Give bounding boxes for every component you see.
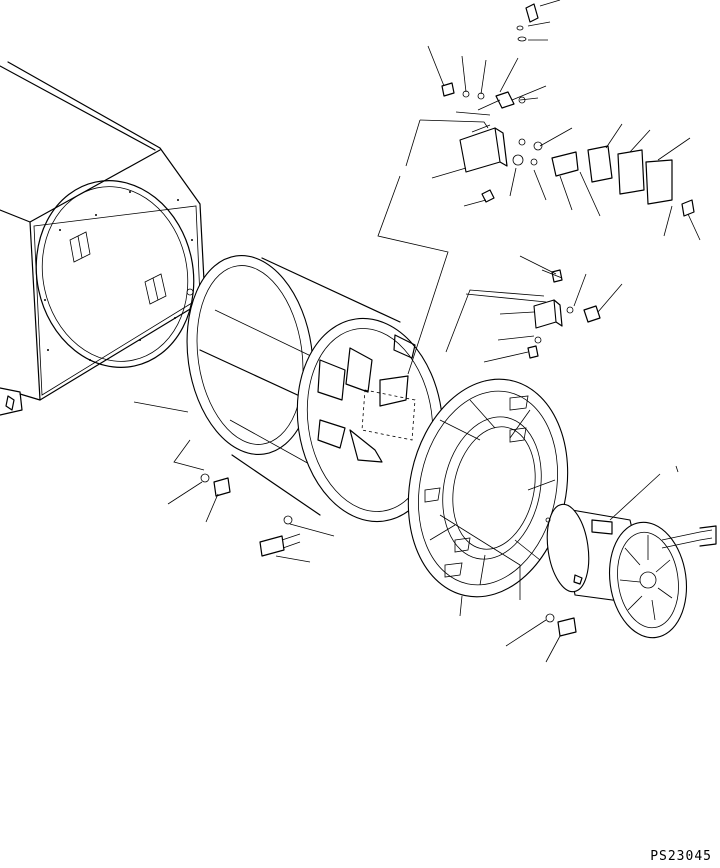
fan-motor xyxy=(546,503,717,639)
bolts-and-washers xyxy=(200,473,577,637)
housing-rivets xyxy=(44,191,193,361)
fan-shroud xyxy=(186,255,444,523)
housing-slots xyxy=(69,231,194,305)
drawing-code-label: PS23045 xyxy=(650,849,712,864)
mounting-bracket-lower xyxy=(527,269,601,359)
leader-lines xyxy=(133,0,701,663)
fan-guard xyxy=(407,378,569,598)
radiator-housing xyxy=(0,61,216,416)
switch-assembly xyxy=(441,3,695,217)
guard-mesh xyxy=(424,395,529,578)
mounting-bracket-upper xyxy=(459,124,508,203)
fan-blades xyxy=(317,347,409,463)
